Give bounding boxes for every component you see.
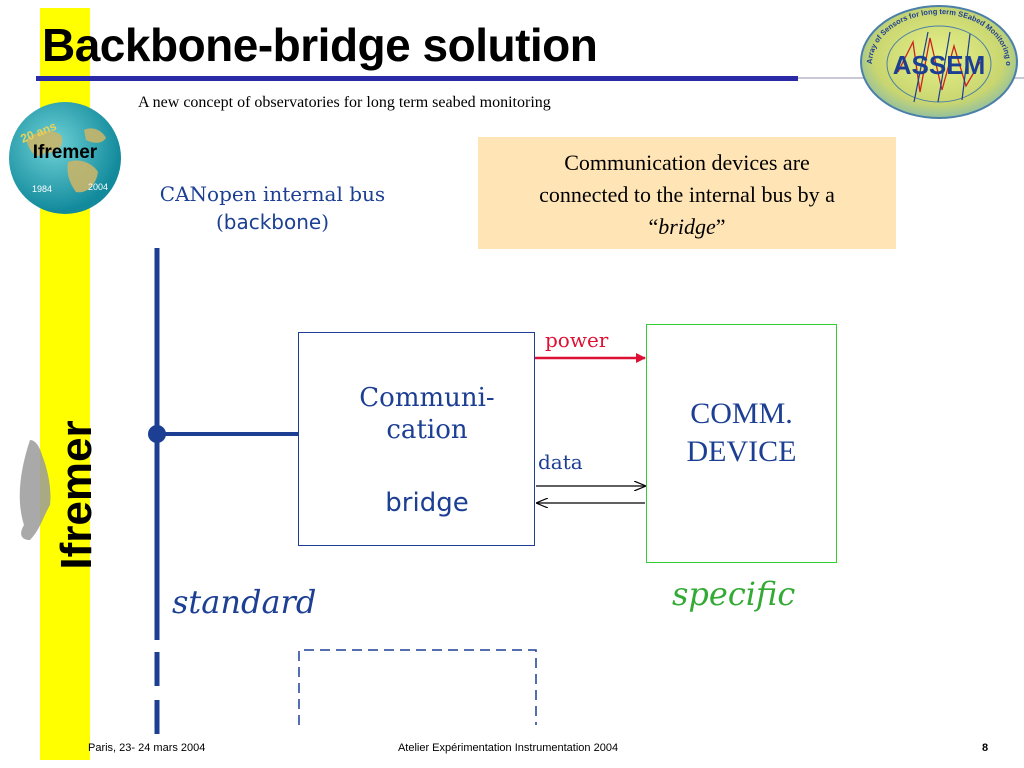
footer-event: Atelier Expérimentation Instrumentation …	[397, 742, 619, 754]
bridge-label: Communi- cation	[298, 382, 556, 446]
device-label-line-1: COMM.	[690, 397, 793, 430]
title-underline	[36, 76, 798, 81]
bus-label-close: )	[321, 210, 330, 234]
device-label-line-2: DEVICE	[686, 435, 797, 468]
bus-label-backbone: backbone	[223, 210, 322, 234]
page-title: Backbone-bridge solution	[42, 19, 598, 71]
bus-label-line-1: CANopen internal bus	[159, 182, 386, 206]
placeholder-bridge-box	[298, 649, 537, 725]
note-line-3: “bridge”	[478, 211, 896, 243]
bridge-word: bridge	[385, 488, 469, 518]
standard-label: standard	[172, 583, 317, 621]
specific-label: specific	[672, 575, 796, 613]
ifremer-logo: Ifremer 20 ans 1984 2004	[9, 102, 121, 214]
device-box	[646, 324, 837, 563]
bridge-label-line-1: Communi-	[359, 383, 495, 413]
bus-junction-dot	[148, 425, 166, 443]
power-label: power	[545, 328, 609, 352]
subtitle: A new concept of observatories for long …	[138, 94, 551, 111]
ifremer-logo-year-end: 2004	[88, 182, 108, 192]
device-label: COMM. DEVICE	[646, 395, 837, 471]
ifremer-logo-name: Ifremer	[33, 142, 98, 163]
footer-page-number: 8	[982, 742, 989, 754]
bus-label-line-2: (backbone)	[120, 208, 425, 236]
data-label: data	[538, 450, 583, 474]
note-close-quote: ”	[715, 214, 726, 239]
bridge-box	[298, 332, 535, 546]
note-bridge-word: bridge	[658, 214, 716, 239]
assem-logo: Array of Sensors for long term SEabed Mo…	[858, 2, 1018, 119]
bus-label-open: (	[215, 210, 224, 234]
note-line-2: connected to the internal bus by a	[539, 182, 835, 207]
note-line-1: Communication devices are	[564, 150, 810, 175]
bridge-label-line-2: cation	[386, 415, 468, 445]
note-open-quote: “	[648, 214, 659, 239]
footer-date: Paris, 23- 24 mars 2004	[88, 742, 206, 754]
callout-note: Communication devices are connected to t…	[478, 137, 896, 249]
bus-label: CANopen internal bus (backbone)	[120, 180, 425, 236]
ifremer-logo-year-start: 1984	[32, 184, 52, 194]
assem-logo-name: ASSEM	[893, 50, 985, 80]
